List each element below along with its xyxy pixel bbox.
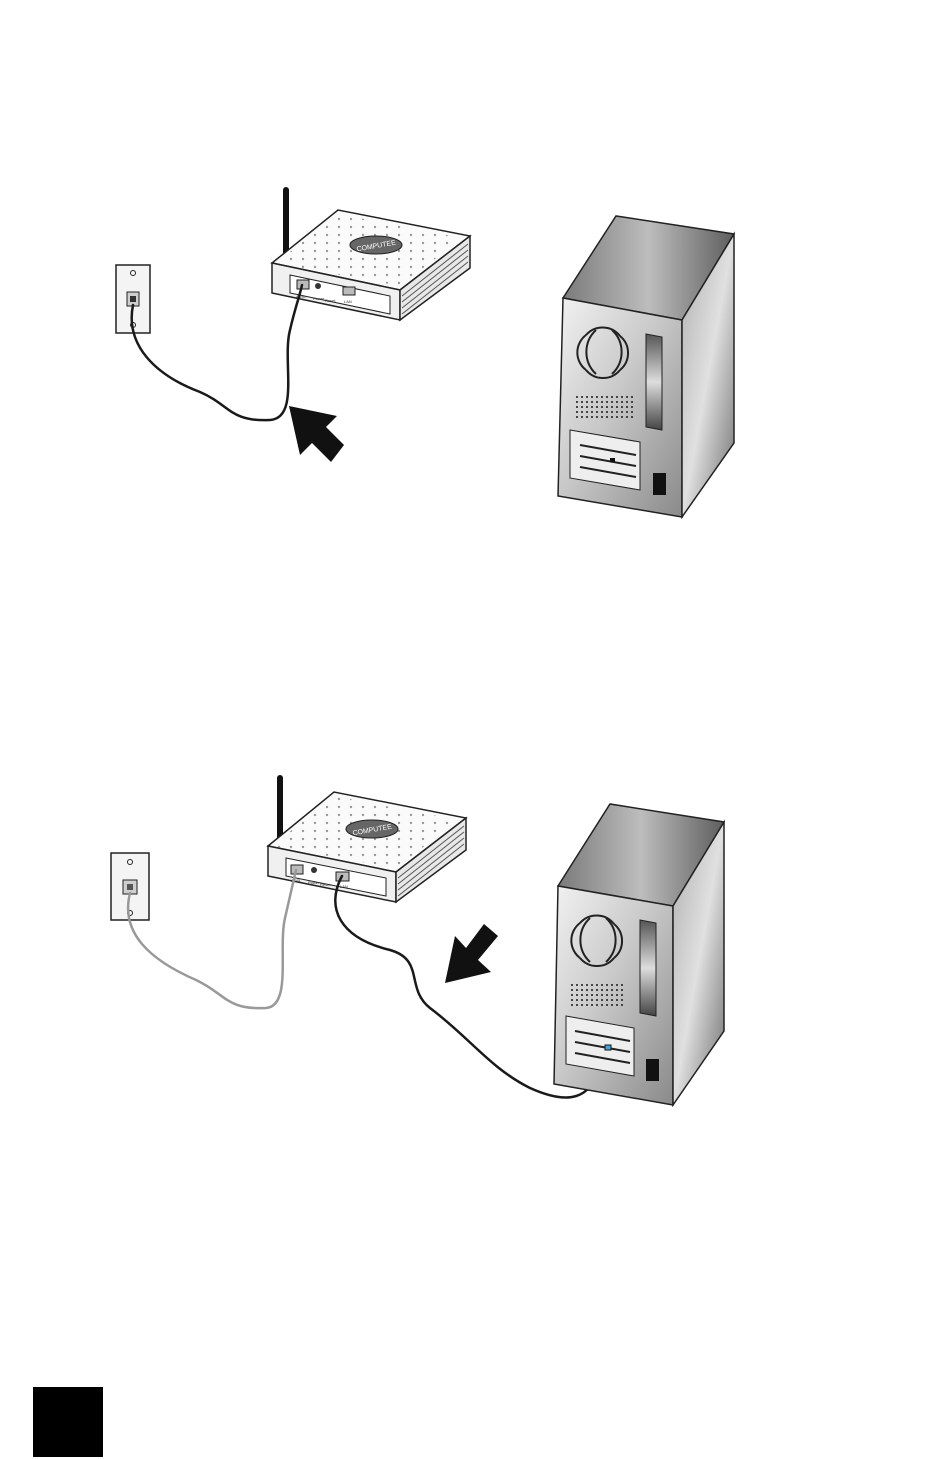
svg-text:LAN: LAN [340, 884, 348, 889]
adsl-cable [128, 870, 296, 1008]
computer-tower [558, 216, 734, 517]
svg-text:Power: Power [313, 296, 325, 301]
lan-port [343, 287, 355, 295]
step-1-diagram: COMPUTEE ADSL Power Reset LAN [0, 0, 950, 600]
svg-text:Power: Power [308, 880, 320, 885]
svg-text:Reset: Reset [320, 882, 331, 887]
adsl-cable [132, 285, 302, 420]
power-switch [646, 1059, 659, 1081]
router: COMPUTEE ADSL Power Reset LAN [268, 778, 466, 902]
power-port [311, 867, 317, 873]
arrow-down-left-icon [445, 924, 498, 983]
vent-grille [575, 395, 633, 419]
power-switch [653, 473, 666, 495]
arrow-up-left-icon [289, 406, 344, 462]
page-marker-block [33, 1387, 103, 1457]
svg-text:LAN: LAN [344, 299, 352, 304]
svg-text:Reset: Reset [325, 298, 336, 303]
router: COMPUTEE ADSL Power Reset LAN [272, 190, 470, 320]
vent-grille [570, 982, 626, 1006]
computer-tower [554, 804, 724, 1105]
network-card-port [605, 1045, 611, 1050]
power-port [315, 283, 321, 289]
step-2-diagram: COMPUTEE ADSL Power Reset LAN [0, 588, 950, 1188]
wall-phone-jack [111, 853, 149, 920]
